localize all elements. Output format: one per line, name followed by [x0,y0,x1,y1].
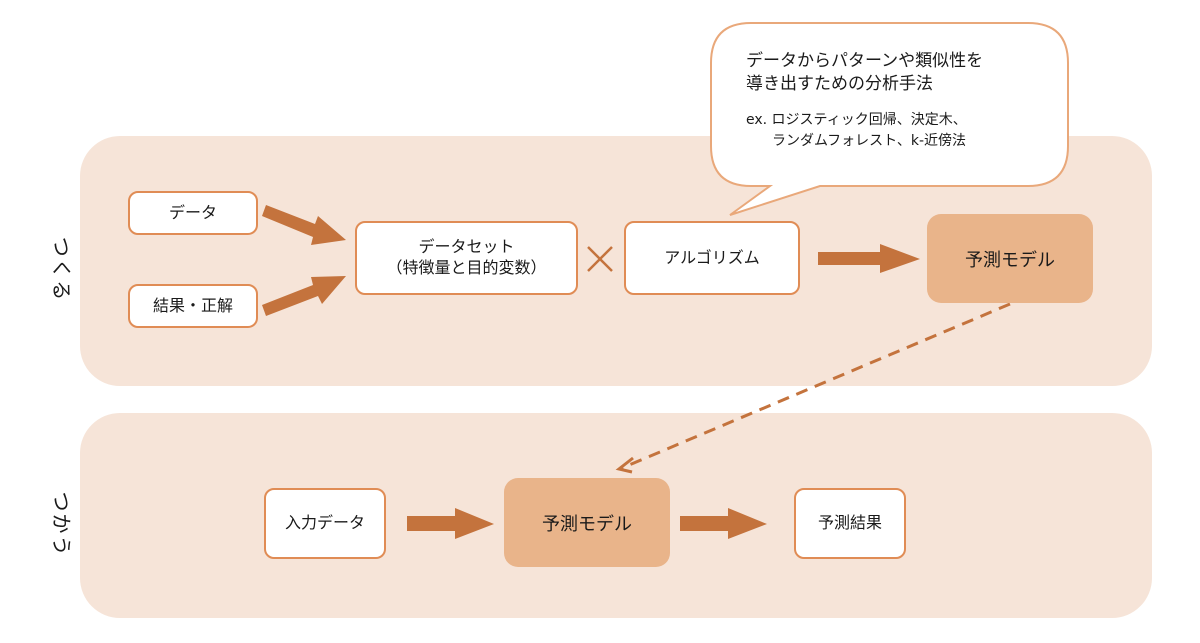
input-data-box: 入力データ [264,488,386,559]
ground-truth-box-label: 結果・正解 [152,295,233,315]
prediction-model-box-use: 予測モデル [504,478,670,567]
algorithm-box: アルゴリズム [624,221,800,295]
multiply-icon [587,246,613,272]
prediction-model-box-make: 予測モデル [927,214,1093,303]
input-data-label: 入力データ [284,513,365,533]
prediction-result-label: 予測結果 [817,513,882,533]
callout-example-2: ランダムフォレスト、k-近傍法 [772,132,967,149]
ground-truth-box: 結果・正解 [128,284,258,328]
dataset-subtitle: （特徴量と目的変数） [386,258,547,277]
callout-line-2: 導き出すための分析手法 [746,73,933,94]
algorithm-box-label: アルゴリズム [664,247,760,267]
data-box: データ [128,191,258,235]
use-section-label: つかう [49,491,74,558]
callout-line-1: データからパターンや類似性を [746,51,984,71]
prediction-model-label-use: 予測モデル [542,513,632,535]
data-box-label: データ [168,202,217,222]
prediction-result-box: 予測結果 [794,488,906,559]
callout-text: データからパターンや類似性を 導き出すための分析手法 ex. ロジスティック回帰… [746,50,1056,152]
make-section-label: つくる [49,236,74,303]
dataset-box: データセット （特徴量と目的変数） [355,221,578,295]
prediction-model-label-make: 予測モデル [965,249,1055,271]
callout-example-1: ex. ロジスティック回帰、決定木、 [746,111,967,128]
dataset-title: データセット [418,237,515,257]
